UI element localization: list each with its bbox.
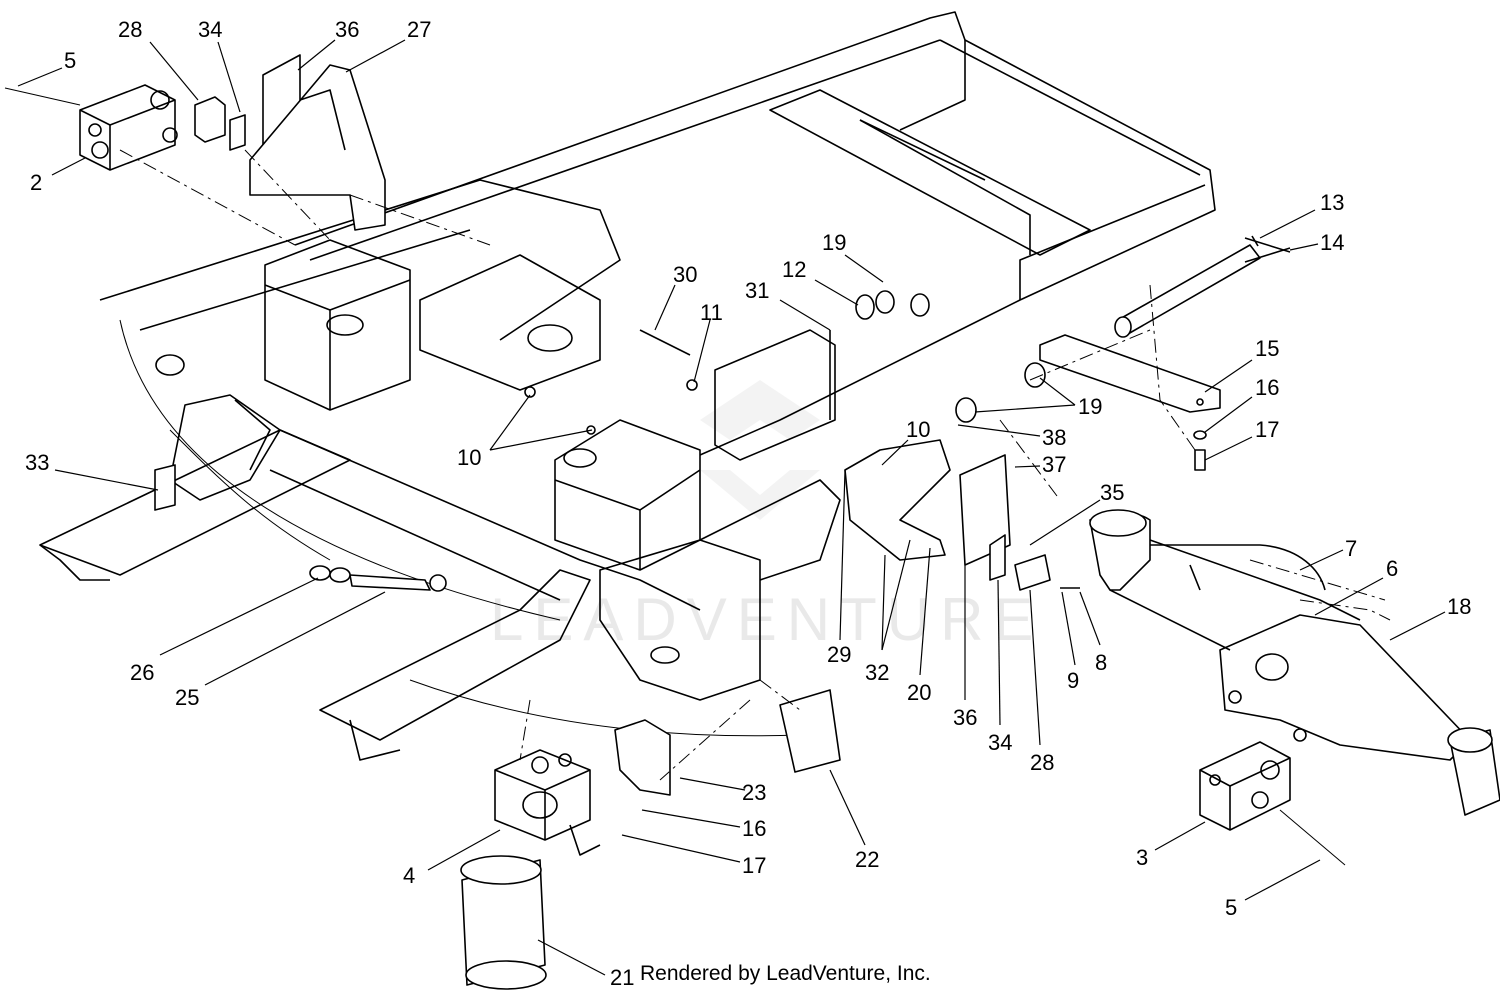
callout-6: 6 [1386,556,1398,581]
callout-15: 15 [1255,336,1279,361]
hydraulic-valve-4 [494,749,601,856]
callout-10-right: 10 [906,417,930,442]
callout-28-lower: 28 [1030,750,1054,775]
callout-17-right: 17 [1255,417,1279,442]
callout-13: 13 [1320,190,1344,215]
callout-2: 2 [30,170,42,195]
filter-cartridge-21 [460,855,547,990]
callout-29: 29 [827,642,851,667]
watermark: LEADVENTURE [490,586,1043,653]
rendered-by-credit: Rendered by LeadVenture, Inc. [640,962,931,985]
callout-27: 27 [407,17,431,42]
callout-9: 9 [1067,668,1079,693]
callout-10-left: 10 [457,445,481,470]
callout-38: 38 [1042,425,1066,450]
callout-12: 12 [782,257,806,282]
callout-21: 21 [610,965,634,990]
callout-19-top: 19 [822,230,846,255]
hydraulic-valve-2 [4,84,178,171]
watermark-logo [700,380,820,520]
callout-37: 37 [1042,452,1066,477]
callout-4: 4 [403,863,415,888]
callout-31: 31 [745,278,769,303]
main-frame [39,11,1291,796]
callout-34-lower: 34 [988,730,1012,755]
callout-36-lower: 36 [953,705,977,730]
callout-36: 36 [335,17,359,42]
callout-22: 22 [855,847,879,872]
callout-17-lower: 17 [742,853,766,878]
callout-group: 28 34 36 27 5 2 13 14 19 12 30 11 31 15 … [17,17,1471,990]
callout-16-lower: 16 [742,816,766,841]
callout-14: 14 [1320,230,1344,255]
callout-25: 25 [175,685,199,710]
callout-28: 28 [118,17,142,42]
callout-32: 32 [865,660,889,685]
callout-16-right: 16 [1255,375,1279,400]
callout-30: 30 [673,262,697,287]
callout-11: 11 [700,300,723,325]
hydraulic-valve-3 [1199,741,1346,866]
solenoid-28-top [194,96,246,151]
callout-23: 23 [742,780,766,805]
callout-19-right: 19 [1078,394,1102,419]
callout-18: 18 [1447,594,1471,619]
assembly-lines [119,149,1391,781]
callout-34: 34 [198,17,222,42]
callout-35: 35 [1100,480,1124,505]
callout-7: 7 [1345,536,1357,561]
callout-8: 8 [1095,650,1107,675]
right-arm-assembly [1060,430,1500,816]
callout-5-lower: 5 [1225,895,1237,920]
callout-3: 3 [1136,845,1148,870]
callout-20: 20 [907,680,931,705]
callout-33: 33 [25,450,49,475]
callout-5-top: 5 [64,48,76,73]
callout-26: 26 [130,660,154,685]
